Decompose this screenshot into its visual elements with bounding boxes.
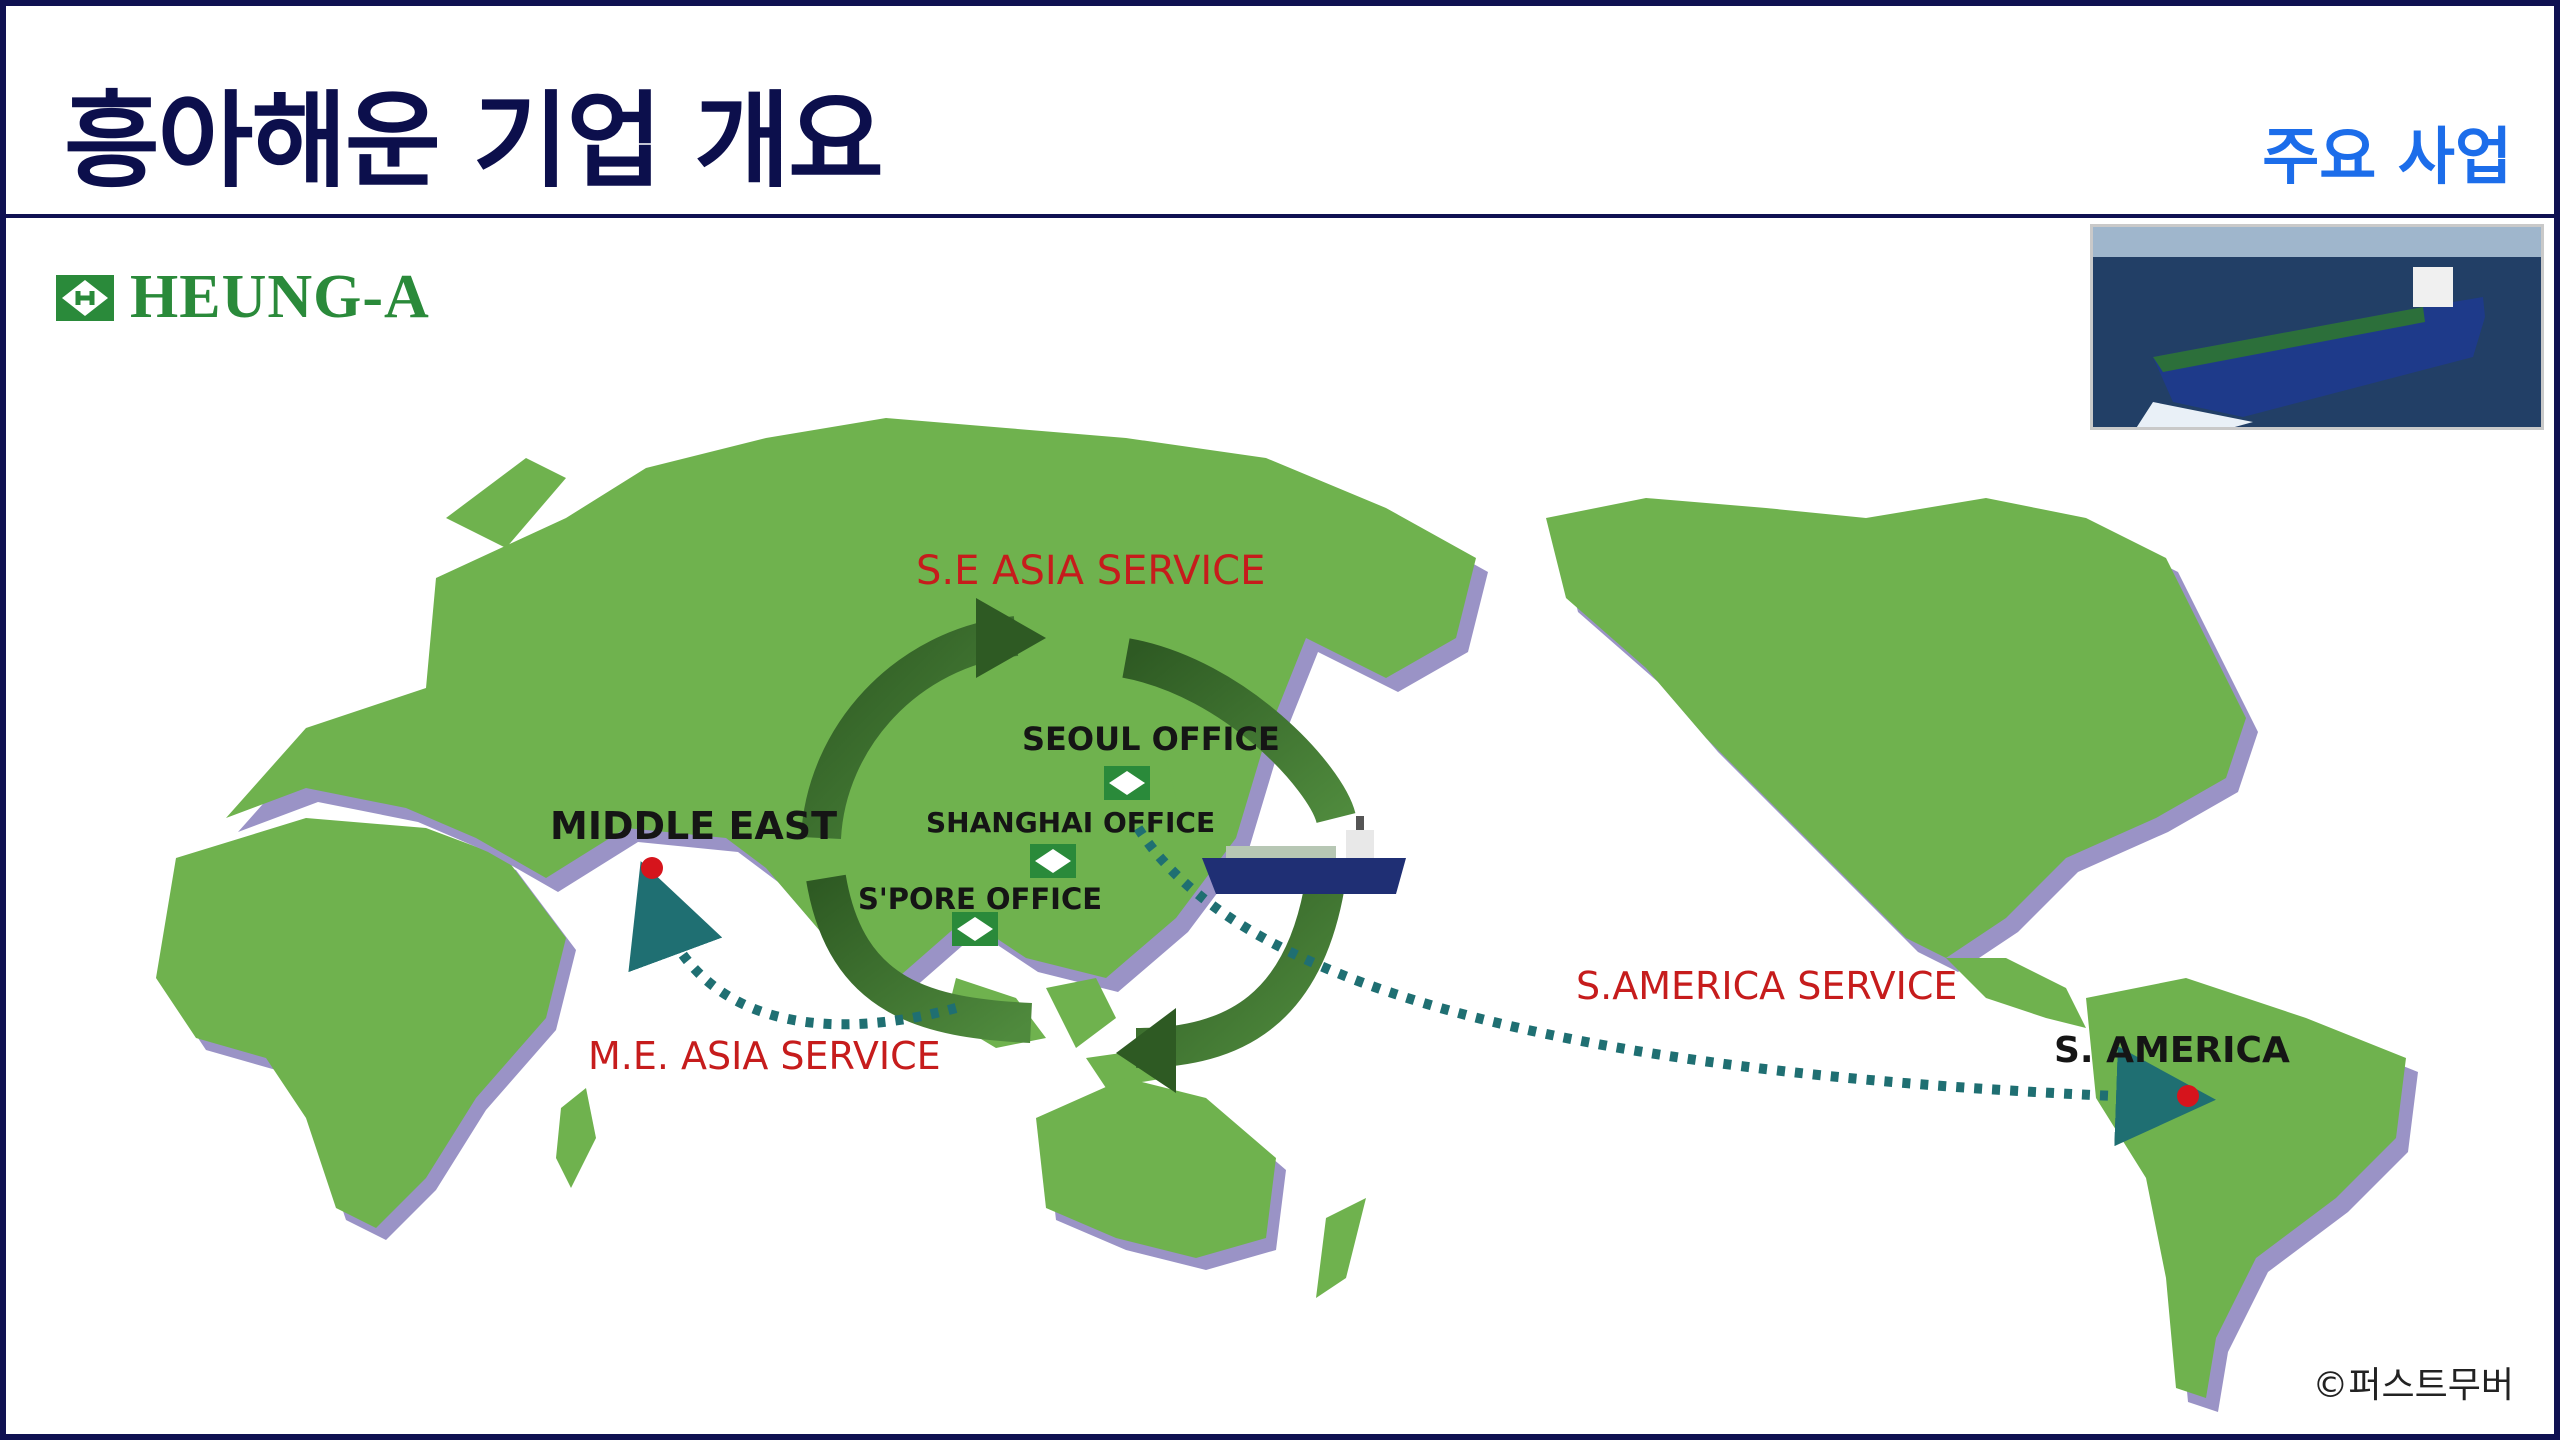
copyright-text: ©퍼스트무버 — [2312, 1365, 2514, 1406]
heung-a-logo-icon — [56, 274, 114, 321]
slide-content: HEUNG-A S.E ASIA SERVICE SEOUL OFFICE MI… — [6, 218, 2554, 1434]
section-subtitle: 주요 사업 — [2262, 120, 2512, 193]
arrow-head-bottom — [1116, 1008, 1176, 1093]
label-south-america: S. AMERICA — [2054, 1030, 2290, 1071]
label-se-asia-service: S.E ASIA SERVICE — [916, 548, 1266, 594]
marker-middle-east — [641, 857, 663, 879]
continent-africa — [156, 818, 596, 1240]
label-seoul-office: SEOUL OFFICE — [1022, 720, 1280, 758]
label-singapore-office: S'PORE OFFICE — [858, 882, 1103, 916]
slide-title: 흥아해운 기업 개요 — [64, 80, 884, 202]
arrow-head-top — [976, 598, 1046, 678]
label-shanghai-office: SHANGHAI OFFICE — [926, 806, 1216, 839]
office-logo-singapore — [952, 912, 998, 946]
label-middle-east: MIDDLE EAST — [550, 804, 838, 848]
route-south-america — [1133, 825, 2216, 1147]
office-logo-shanghai — [1030, 844, 1076, 878]
continent-australia — [1036, 1078, 1366, 1298]
slide-header: 흥아해운 기업 개요 주요 사업 — [6, 6, 2554, 218]
office-logo-seoul — [1104, 766, 1150, 800]
heung-a-logo: HEUNG-A — [56, 262, 430, 333]
label-s-america-service: S.AMERICA SERVICE — [1576, 964, 1958, 1008]
tanker-ship-photo — [2090, 224, 2544, 430]
ship-icon — [1202, 816, 1406, 894]
continent-north-america — [1546, 498, 2258, 1028]
se-asia-service-arrows — [801, 598, 1356, 1093]
heung-a-logo-text: HEUNG-A — [130, 263, 430, 331]
marker-south-america — [2177, 1085, 2199, 1107]
label-me-asia-service: M.E. ASIA SERVICE — [588, 1034, 941, 1078]
world-map — [156, 418, 2418, 1412]
